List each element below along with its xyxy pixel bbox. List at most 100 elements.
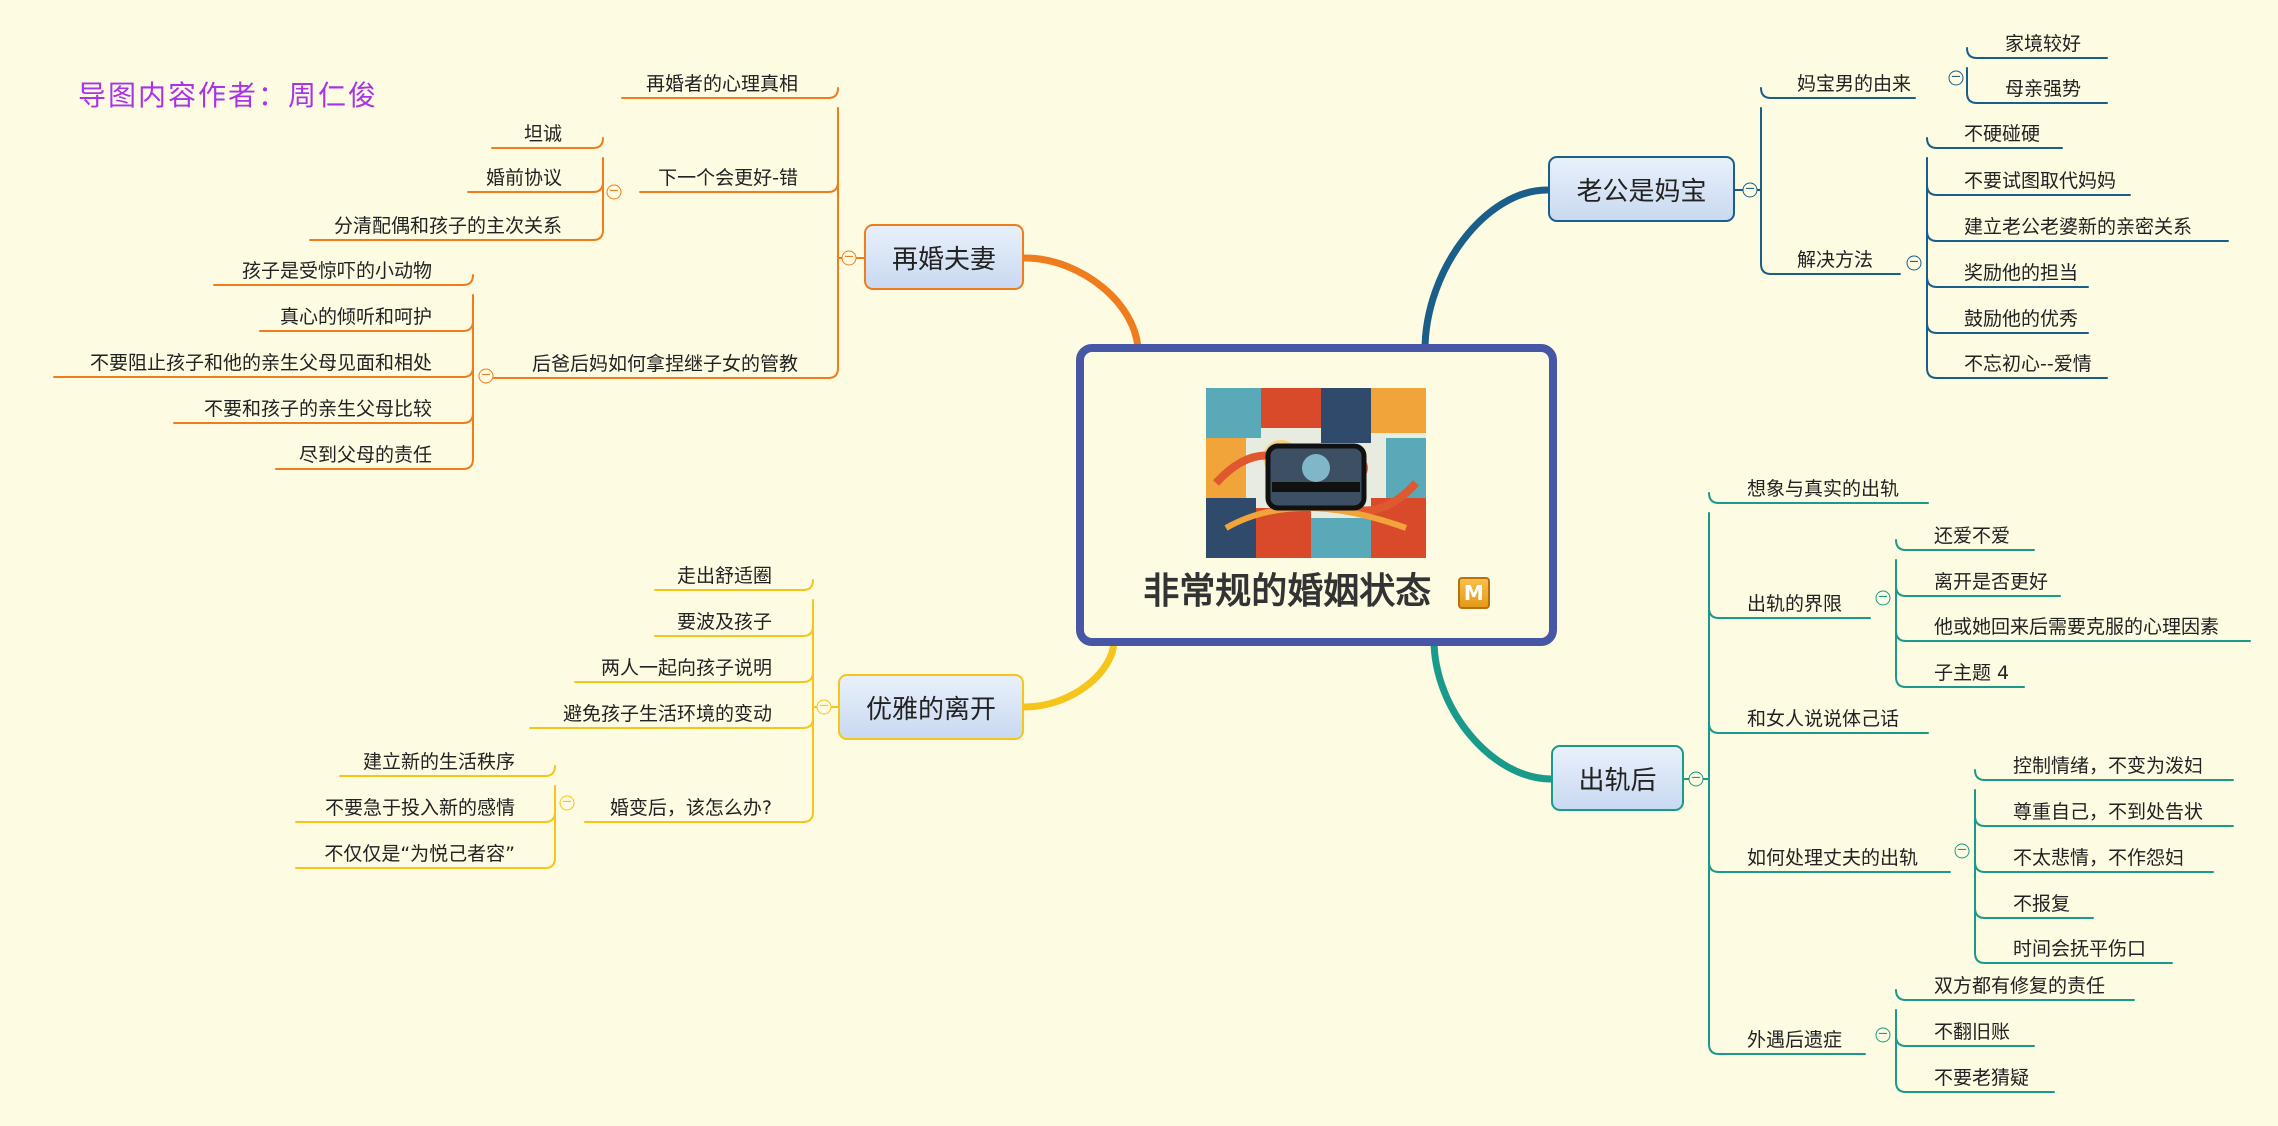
leaf-line-mommy-1-0 <box>1926 137 2063 149</box>
subtopic-leave-1[interactable]: 要波及孩子 <box>676 611 772 633</box>
leaf-topic-remarried-2-0[interactable]: 孩子是受惊吓的小动物 <box>241 260 432 282</box>
leaf-line-affair-3-2 <box>1974 861 2214 873</box>
leaf-line-remarried-1-0 <box>491 137 604 149</box>
spoke-mommy <box>1421 186 1551 354</box>
leaf-topic-affair-3-1[interactable]: 尊重自己，不到处告状 <box>2013 801 2204 823</box>
leaf-topic-affair-1-1[interactable]: 离开是否更好 <box>1934 571 2049 593</box>
leaf-topic-remarried-2-3[interactable]: 不要和孩子的亲生父母比较 <box>203 398 432 420</box>
leaf-topic-affair-3-4[interactable]: 时间会抚平伤口 <box>2013 938 2147 960</box>
main-topic-leave[interactable]: 优雅的离开 <box>838 674 1024 740</box>
subtopic-leave-2[interactable]: 两人一起向孩子说明 <box>600 657 772 679</box>
leaf-line-affair-4-1 <box>1895 1035 2035 1047</box>
branch-affair-0 <box>1708 492 1929 504</box>
leaf-topic-affair-1-2[interactable]: 他或她回来后需要克服的心理因素 <box>1934 616 2220 638</box>
collapse-toggle-remarried[interactable]: − <box>841 250 857 266</box>
subtopic-affair-3[interactable]: 如何处理丈夫的出轨 <box>1747 847 1919 869</box>
author-credit: 导图内容作者：周仁俊 <box>78 79 379 112</box>
leaf-line-affair-4-0 <box>1895 989 2135 1001</box>
leaf-topic-affair-1-0[interactable]: 还爱不爱 <box>1934 525 2011 547</box>
leaf-line-affair-3-1 <box>1974 815 2234 827</box>
leaf-line-affair-4-2 <box>1895 1081 2055 1093</box>
leaf-line-affair-3-0 <box>1974 769 2234 781</box>
main-topic-mommy[interactable]: 老公是妈宝 <box>1548 156 1735 222</box>
leaf-topic-remarried-1-2[interactable]: 分清配偶和孩子的主次关系 <box>333 215 562 237</box>
leaf-topic-leave-4-0[interactable]: 建立新的生活秩序 <box>362 751 515 773</box>
leaf-line-remarried-2-4 <box>275 458 474 470</box>
spoke-leave <box>1021 636 1118 711</box>
leaf-topic-mommy-1-3[interactable]: 奖励他的担当 <box>1964 262 2079 284</box>
leaf-topic-remarried-2-1[interactable]: 真心的倾听和呵护 <box>279 306 432 328</box>
subtopic-affair-1[interactable]: 出轨的界限 <box>1747 593 1843 615</box>
collapse-toggle-affair-1[interactable]: − <box>1875 590 1891 606</box>
leaf-topic-mommy-0-0[interactable]: 家境较好 <box>2005 33 2082 55</box>
leaf-topic-affair-3-3[interactable]: 不报复 <box>2013 893 2071 915</box>
branch-remarried-2 <box>493 367 839 379</box>
leaf-line-mommy-0-1 <box>1966 92 2108 104</box>
leaf-topic-mommy-1-1[interactable]: 不要试图取代妈妈 <box>1964 170 2117 192</box>
subtopic-mommy-1[interactable]: 解决方法 <box>1797 249 1874 271</box>
collapse-toggle-affair[interactable]: − <box>1688 771 1704 787</box>
collapse-toggle-affair-3[interactable]: − <box>1954 843 1970 859</box>
branch-leave-0 <box>654 579 814 591</box>
leaf-line-mommy-1-4 <box>1926 322 2089 334</box>
leaf-topic-affair-4-0[interactable]: 双方都有修复的责任 <box>1934 975 2106 997</box>
main-topic-affair[interactable]: 出轨后 <box>1551 745 1684 811</box>
branch-leave-2 <box>574 671 814 683</box>
leaf-topic-remarried-2-2[interactable]: 不要阻止孩子和他的亲生父母见面和相处 <box>89 352 432 374</box>
leaf-topic-mommy-1-2[interactable]: 建立老公老婆新的亲密关系 <box>1964 216 2193 238</box>
leaf-topic-affair-3-0[interactable]: 控制情绪，不变为泼妇 <box>2013 755 2204 777</box>
leaf-topic-affair-4-2[interactable]: 不要老猜疑 <box>1934 1067 2030 1089</box>
leaf-topic-remarried-1-1[interactable]: 婚前协议 <box>485 167 562 189</box>
leaf-topic-leave-4-2[interactable]: 不仅仅是“为悦己者容” <box>324 843 515 865</box>
subtopic-affair-0[interactable]: 想象与真实的出轨 <box>1747 478 1900 500</box>
leaf-line-affair-1-2 <box>1895 630 2251 642</box>
branch-mommy-0 <box>1760 87 1916 99</box>
branch-affair-4 <box>1708 1043 1866 1055</box>
branch-leave-4 <box>584 811 814 823</box>
collapse-toggle-mommy-1[interactable]: − <box>1906 255 1922 271</box>
branch-remarried-1 <box>639 181 839 193</box>
subtopic-leave-4[interactable]: 婚变后，该怎么办? <box>609 797 772 819</box>
leaf-line-remarried-2-0 <box>213 274 474 286</box>
spoke-affair <box>1430 636 1555 783</box>
leaf-topic-affair-1-3[interactable]: 子主题 4 <box>1934 662 2010 684</box>
main-topic-remarried[interactable]: 再婚夫妻 <box>864 224 1024 290</box>
collapse-toggle-mommy[interactable]: − <box>1742 182 1758 198</box>
collapse-toggle-remarried-1[interactable]: − <box>606 184 622 200</box>
leaf-topic-leave-4-1[interactable]: 不要急于投入新的感情 <box>324 797 515 819</box>
leaf-topic-mommy-1-4[interactable]: 鼓励他的优秀 <box>1964 308 2079 330</box>
leaf-line-leave-4-1 <box>295 811 556 823</box>
subtopic-leave-3[interactable]: 避免孩子生活环境的变动 <box>562 703 772 725</box>
leaf-topic-mommy-1-0[interactable]: 不硬碰硬 <box>1964 123 2041 145</box>
central-topic[interactable]: 非常规的婚姻状态 M <box>1076 344 1557 646</box>
spoke-remarried <box>1021 254 1142 356</box>
subtopic-remarried-1[interactable]: 下一个会更好-错 <box>658 167 798 189</box>
leaf-topic-affair-4-1[interactable]: 不翻旧账 <box>1934 1021 2011 1043</box>
subtopic-remarried-2[interactable]: 后爸后妈如何拿捏继子女的管教 <box>531 353 798 375</box>
leaf-line-mommy-1-5 <box>1926 367 2108 379</box>
collapse-toggle-leave[interactable]: − <box>816 699 832 715</box>
subtopic-leave-0[interactable]: 走出舒适圈 <box>676 565 772 587</box>
collapse-toggle-leave-4[interactable]: − <box>559 795 575 811</box>
leaf-topic-remarried-1-0[interactable]: 坦诚 <box>523 123 562 145</box>
subtopic-affair-2[interactable]: 和女人说说体己话 <box>1747 708 1900 730</box>
subtopic-affair-4[interactable]: 外遇后遗症 <box>1747 1029 1843 1051</box>
collapse-toggle-remarried-2[interactable]: − <box>478 368 494 384</box>
subtopic-mommy-0[interactable]: 妈宝男的由来 <box>1797 73 1912 95</box>
subtopic-remarried-0[interactable]: 再婚者的心理真相 <box>645 73 798 95</box>
leaf-line-mommy-1-2 <box>1926 230 2229 242</box>
leaf-topic-mommy-1-5[interactable]: 不忘初心--爱情 <box>1964 353 2092 375</box>
leaf-topic-mommy-0-1[interactable]: 母亲强势 <box>2005 78 2082 100</box>
markdown-badge-icon: M <box>1457 577 1490 609</box>
leaf-line-affair-1-3 <box>1895 676 2025 688</box>
leaf-line-leave-4-0 <box>339 765 556 777</box>
branch-affair-3 <box>1708 861 1951 873</box>
leaf-topic-affair-3-2[interactable]: 不太悲情，不作怨妇 <box>2013 847 2185 869</box>
branch-remarried-0 <box>621 87 839 99</box>
leaf-line-affair-1-1 <box>1895 585 2061 597</box>
collapse-toggle-affair-4[interactable]: − <box>1875 1027 1891 1043</box>
collapse-toggle-mommy-0[interactable]: − <box>1948 70 1964 86</box>
markdown-badge-letter: M <box>1463 581 1484 605</box>
branch-affair-1 <box>1708 607 1871 619</box>
leaf-topic-remarried-2-4[interactable]: 尽到父母的责任 <box>298 444 432 466</box>
